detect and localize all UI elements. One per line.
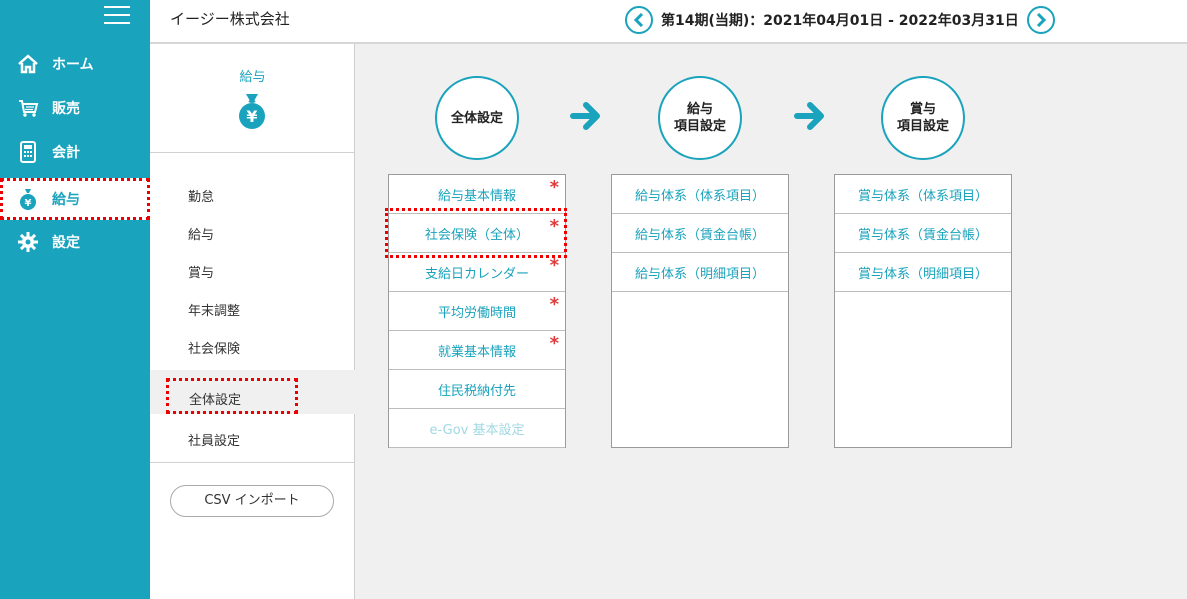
csv-import-button[interactable]: CSV インポート bbox=[170, 485, 334, 517]
required-mark: * bbox=[549, 294, 559, 315]
nav-item-settings[interactable]: 設定 bbox=[0, 222, 150, 262]
bonus-items-list: 賞与体系（体系項目） 賞与体系（賃金台帳） 賞与体系（明細項目） bbox=[834, 174, 1012, 448]
list-item-salary-basic[interactable]: 給与基本情報 * bbox=[389, 175, 565, 214]
nav-item-label: 会計 bbox=[52, 145, 80, 161]
list-item-label: 給与基本情報 bbox=[437, 188, 516, 204]
step-label: 給与 bbox=[686, 102, 713, 117]
list-item-work-basic[interactable]: 就業基本情報 * bbox=[389, 331, 565, 370]
chevron-left-icon bbox=[633, 13, 644, 27]
highlight-box bbox=[385, 208, 567, 258]
nav-item-label: ホーム bbox=[52, 57, 94, 73]
sub-item-attendance[interactable]: 勤怠 bbox=[188, 190, 215, 205]
svg-text:¥: ¥ bbox=[246, 107, 257, 126]
payroll-subpanel: 給与 ¥ 勤怠 給与 賞与 年末調整 社会保険 全体設定 社員設定 CSV イン… bbox=[150, 44, 355, 599]
svg-text:¥: ¥ bbox=[25, 198, 32, 209]
nav-item-label: 販売 bbox=[52, 101, 80, 117]
subpanel-title: 給与 bbox=[239, 70, 266, 85]
nav-item-sales[interactable]: 販売 bbox=[0, 88, 150, 128]
period-selector: 第14期(当期)：2021年04月01日 - 2022年03月31日 bbox=[625, 6, 1055, 34]
list-item-bonus-slip[interactable]: 賞与体系（明細項目） bbox=[835, 253, 1011, 292]
prev-period-button[interactable] bbox=[625, 6, 653, 34]
hamburger-icon[interactable] bbox=[104, 6, 130, 26]
list-item-pay-calendar[interactable]: 支給日カレンダー * bbox=[389, 253, 565, 292]
nav-item-payroll[interactable]: ¥ 給与 bbox=[0, 178, 150, 220]
next-period-button[interactable] bbox=[1026, 6, 1055, 34]
company-name: イージー株式会社 bbox=[170, 10, 290, 28]
sub-item-bonus[interactable]: 賞与 bbox=[188, 266, 215, 281]
nav-item-home[interactable]: ホーム bbox=[0, 44, 150, 84]
step-label: 賞与 bbox=[909, 102, 936, 117]
required-mark: * bbox=[549, 216, 559, 237]
list-item-bonus-ledger[interactable]: 賞与体系（賃金台帳） bbox=[835, 214, 1011, 253]
list-item-label: 社会保険（全体） bbox=[424, 227, 529, 243]
step-label: 全体設定 bbox=[450, 110, 503, 126]
general-settings-list: 給与基本情報 * 社会保険（全体） * 支給日カレンダー * 平均労働時間 * 就業基本… bbox=[388, 174, 566, 448]
step-bonus-items[interactable]: 賞与項目設定 bbox=[881, 76, 965, 160]
selected-band bbox=[150, 370, 355, 414]
gear-icon bbox=[16, 230, 40, 254]
list-item-label: 住民税納付先 bbox=[437, 383, 516, 399]
step-label: 項目設定 bbox=[896, 119, 949, 134]
list-item-label: 就業基本情報 bbox=[437, 344, 516, 360]
arrow-right-icon bbox=[793, 98, 829, 138]
nav-item-label: 給与 bbox=[52, 192, 80, 208]
list-item-bonus-system[interactable]: 賞与体系（体系項目） bbox=[835, 175, 1011, 214]
required-mark: * bbox=[549, 177, 559, 198]
list-item-label: 支給日カレンダー bbox=[424, 266, 529, 282]
home-icon bbox=[16, 52, 40, 76]
nav-item-label: 設定 bbox=[52, 235, 80, 251]
chevron-right-icon bbox=[1036, 13, 1046, 27]
divider bbox=[150, 152, 355, 153]
sub-item-general-settings[interactable]: 全体設定 bbox=[166, 378, 298, 414]
sub-item-social-insurance[interactable]: 社会保険 bbox=[188, 342, 241, 357]
list-item-salary-slip[interactable]: 給与体系（明細項目） bbox=[612, 253, 788, 292]
list-item-avg-hours[interactable]: 平均労働時間 * bbox=[389, 292, 565, 331]
salary-items-list: 給与体系（体系項目） 給与体系（賃金台帳） 給与体系（明細項目） bbox=[611, 174, 789, 448]
required-mark: * bbox=[549, 333, 559, 354]
step-salary-items[interactable]: 給与項目設定 bbox=[658, 76, 742, 160]
list-item-label: 平均労働時間 bbox=[437, 305, 516, 321]
moneybag-icon: ¥ bbox=[235, 92, 269, 134]
list-item-resident-tax[interactable]: 住民税納付先 bbox=[389, 370, 565, 409]
list-item-salary-ledger[interactable]: 給与体系（賃金台帳） bbox=[612, 214, 788, 253]
required-mark: * bbox=[549, 255, 559, 276]
sub-item-salary[interactable]: 給与 bbox=[188, 228, 215, 243]
list-item-egov: e-Gov 基本設定 bbox=[389, 409, 565, 448]
list-item-salary-system[interactable]: 給与体系（体系項目） bbox=[612, 175, 788, 214]
sub-item-year-end[interactable]: 年末調整 bbox=[188, 304, 241, 319]
step-label: 項目設定 bbox=[673, 119, 726, 134]
list-item-label: e-Gov 基本設定 bbox=[429, 422, 525, 438]
list-item-social-insurance[interactable]: 社会保険（全体） * bbox=[389, 214, 565, 253]
header: イージー株式会社 第14期(当期)：2021年04月01日 - 2022年03月… bbox=[150, 0, 1187, 44]
moneybag-icon: ¥ bbox=[16, 187, 40, 211]
cart-icon bbox=[16, 96, 40, 120]
arrow-right-icon bbox=[569, 98, 605, 138]
calculator-icon bbox=[16, 140, 40, 164]
nav-item-accounting[interactable]: 会計 bbox=[0, 132, 150, 172]
step-general-settings[interactable]: 全体設定 bbox=[435, 76, 519, 160]
divider bbox=[150, 462, 355, 463]
period-label: 第14期(当期)：2021年04月01日 - 2022年03月31日 bbox=[661, 13, 1019, 29]
side-nav: ホーム 販売 会計 ¥ 給与 設定 bbox=[0, 0, 150, 599]
sub-item-employee-settings[interactable]: 社員設定 bbox=[188, 434, 241, 449]
